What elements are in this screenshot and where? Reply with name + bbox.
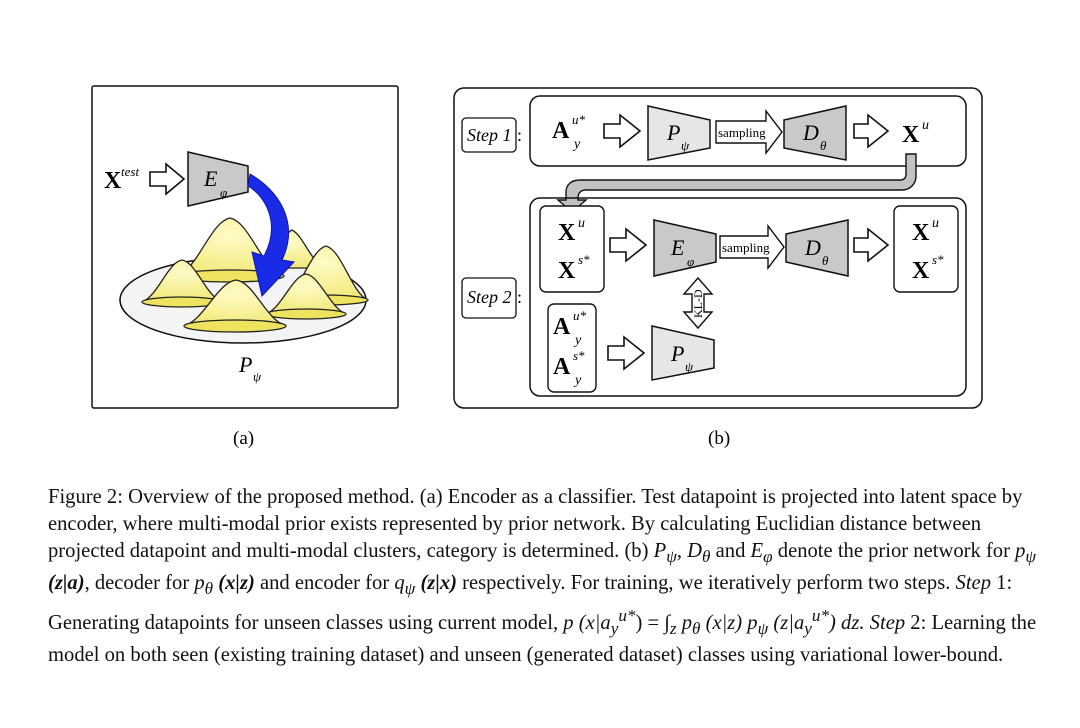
caption-equation: p (x|ayu*) = ∫z pθ (x|z) pψ (z|ayu*) dz. — [563, 606, 865, 639]
step1-sampling-arrow — [715, 108, 783, 156]
prior-clusters — [141, 217, 369, 333]
test-arrow — [149, 162, 186, 196]
step1-decoder-sub: θ — [820, 138, 827, 153]
step1-container — [529, 95, 967, 167]
encoder-label-a: E — [203, 166, 218, 191]
projection-arrow — [247, 173, 296, 298]
step2-sampling-arrow — [719, 223, 785, 271]
step2-input-box — [539, 205, 605, 293]
prior-label-a: P — [238, 352, 252, 377]
svg-text::: : — [517, 287, 522, 307]
caption-text: denote the prior network for — [777, 540, 1010, 562]
subfigure-a-label: (a) — [233, 428, 254, 449]
step2-output-box — [893, 205, 959, 293]
svg-text::: : — [517, 125, 522, 145]
encoder-sub-a: φ — [220, 185, 227, 200]
step2-arrow-3 — [607, 335, 646, 371]
step1-attr-label: A — [552, 118, 570, 144]
cluster-mound — [141, 259, 223, 303]
step1-prior-sub: ψ — [681, 138, 690, 153]
caption-math: qψ (z|x) — [394, 572, 458, 599]
step2-as-sub: y — [573, 373, 582, 388]
caption-math: Eφ — [750, 540, 773, 567]
step2-xs-label: X — [558, 258, 576, 284]
step2-au-label: A — [553, 314, 571, 340]
step2-prior-label: P — [670, 341, 684, 366]
step2-au-sub: y — [573, 333, 582, 348]
step1-sampling-label: sampling — [718, 125, 766, 140]
step2-out-s-sup: s* — [932, 252, 944, 267]
cluster-mound — [183, 279, 287, 327]
step1-decoder-shape — [783, 105, 847, 161]
caption-math: pθ (x|z) — [194, 572, 255, 599]
step2-arrow-1 — [609, 227, 648, 263]
step2-prior-sub: ψ — [685, 359, 694, 374]
step1-attr-sub: y — [572, 137, 581, 152]
method-figure: X test E φ P ψ (a) Step 1 : A u* y P — [91, 85, 983, 449]
step2-as-sup: s* — [573, 348, 585, 363]
cluster-mound — [265, 273, 347, 315]
caption-math: pψ (z|a) — [48, 540, 1037, 595]
caption-math: Pψ, Dθ — [653, 540, 711, 567]
test-input-sup: test — [121, 164, 139, 179]
step2-xu-label: X — [558, 220, 576, 246]
step2-encoder-label: E — [670, 235, 685, 260]
step-connector-arrow — [556, 153, 917, 213]
step2-xu-sup: u — [578, 216, 585, 231]
step1-label-box — [461, 117, 517, 153]
step2-sampling-label: sampling — [722, 240, 770, 255]
kl-divergence-arrow — [682, 276, 714, 330]
encoder-shape-a — [187, 151, 249, 207]
step2-attr-box — [547, 303, 597, 393]
step2-out-s-label: X — [912, 258, 930, 284]
step2-encoder-shape — [653, 219, 717, 277]
step1-label: Step 1 — [467, 125, 512, 145]
step2-out-u-label: X — [912, 220, 930, 246]
caption-label: Figure 2: — [48, 486, 123, 508]
step2-out-u-sup: u — [932, 216, 939, 231]
figure-caption: Figure 2: Overview of the proposed metho… — [48, 484, 1038, 669]
step1-output-label: X — [902, 122, 920, 148]
step2-decoder-label: D — [804, 235, 821, 260]
kl-divergence-label: KL-D — [691, 289, 705, 318]
step2-encoder-sub: φ — [687, 254, 694, 269]
caption-step2: Step — [869, 612, 906, 635]
test-input-label: X — [104, 168, 122, 194]
step1-arrow-1 — [603, 113, 642, 149]
step2-arrow-2 — [853, 227, 890, 263]
step2-label-box — [461, 277, 517, 319]
caption-step1: Step — [955, 572, 991, 595]
step1-output-sup: u — [922, 118, 929, 133]
caption-text: 2: Learning the model on both seen (exis… — [48, 612, 1037, 667]
step2-as-label: A — [553, 354, 571, 380]
caption-text: Overview of the proposed method. (a) Enc… — [48, 486, 1023, 562]
step2-decoder-sub: θ — [822, 253, 829, 268]
step2-au-sup: u* — [573, 308, 587, 323]
step1-arrow-2 — [853, 113, 890, 149]
caption-text: respectively. For training, we iterative… — [462, 572, 951, 595]
prior-sub-a: ψ — [253, 369, 262, 384]
step2-decoder-shape — [785, 219, 849, 277]
panel-b-frame — [453, 87, 983, 409]
step2-xs-sup: s* — [578, 252, 590, 267]
panel-a-frame — [91, 85, 399, 409]
step2-prior-shape — [651, 325, 715, 381]
caption-text: 1: Generating datapoints for unseen clas… — [48, 572, 1013, 635]
subfigure-b-label: (b) — [708, 428, 730, 449]
caption-text: , decoder for — [84, 572, 190, 595]
step2-container — [529, 197, 967, 397]
step2-label: Step 2 — [467, 287, 512, 307]
caption-text: and — [715, 540, 746, 562]
step1-prior-shape — [647, 105, 711, 161]
step1-decoder-label: D — [802, 120, 819, 145]
caption-text: and encoder for — [259, 572, 390, 595]
step1-attr-sup: u* — [572, 112, 586, 127]
step1-prior-label: P — [666, 120, 680, 145]
